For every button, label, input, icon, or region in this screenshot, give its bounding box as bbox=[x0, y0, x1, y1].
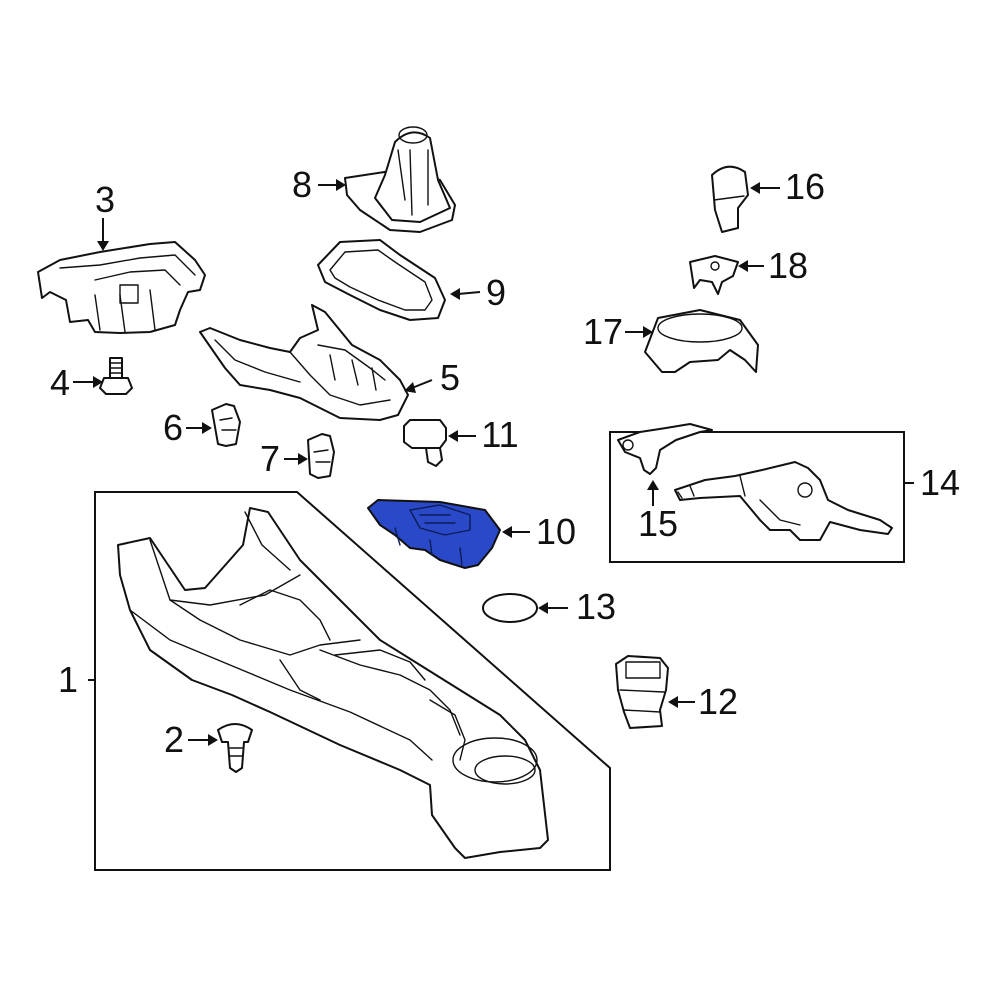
callout-14: 14 bbox=[920, 462, 960, 503]
callout-4: 4 bbox=[50, 362, 70, 403]
callout-3: 3 bbox=[95, 179, 115, 220]
leaders bbox=[73, 179, 914, 746]
cap-part-13[interactable] bbox=[482, 593, 538, 623]
shift-boot-part-8[interactable] bbox=[344, 126, 456, 233]
clip-part-7[interactable] bbox=[307, 433, 335, 479]
shift-bezel-part-5[interactable] bbox=[199, 304, 409, 421]
clip-part-18[interactable] bbox=[689, 255, 739, 295]
callout-15: 15 bbox=[638, 503, 678, 544]
callout-7: 7 bbox=[260, 438, 280, 479]
callout-8: 8 bbox=[292, 164, 312, 205]
callout-9: 9 bbox=[486, 272, 506, 313]
brake-frame bbox=[609, 431, 905, 563]
console-frame bbox=[94, 491, 611, 871]
callout-10: 10 bbox=[536, 511, 576, 552]
callout-6: 6 bbox=[163, 407, 183, 448]
callout-1: 1 bbox=[58, 659, 78, 700]
brake-lever-part-14[interactable] bbox=[674, 461, 893, 541]
callout-17: 17 bbox=[583, 311, 623, 352]
callout-12: 12 bbox=[698, 681, 738, 722]
console-part[interactable] bbox=[117, 507, 549, 859]
switch-part-12[interactable] bbox=[615, 655, 669, 729]
callout-11: 11 bbox=[481, 414, 518, 455]
callout-16: 16 bbox=[785, 166, 825, 207]
callout-18: 18 bbox=[768, 245, 808, 286]
callout-2: 2 bbox=[164, 719, 184, 760]
callout-13: 13 bbox=[576, 586, 616, 627]
lever-cover-part-17[interactable] bbox=[644, 309, 759, 373]
callout-labels: 1 2 3 4 5 6 7 8 9 10 11 12 13 14 15 16 1… bbox=[50, 164, 960, 760]
console-box-part-3[interactable] bbox=[37, 241, 206, 334]
shift-knob-part-16[interactable] bbox=[711, 165, 749, 233]
release-button-part-15[interactable] bbox=[617, 423, 713, 475]
bolt-part-4[interactable] bbox=[99, 357, 133, 395]
clip-part-2[interactable] bbox=[217, 723, 253, 773]
clip-part-6[interactable] bbox=[211, 403, 241, 447]
holder-part-10[interactable] bbox=[367, 499, 501, 569]
boot-frame-part-9[interactable] bbox=[317, 239, 446, 321]
callout-5: 5 bbox=[440, 357, 460, 398]
connector-part-11[interactable] bbox=[403, 419, 447, 467]
